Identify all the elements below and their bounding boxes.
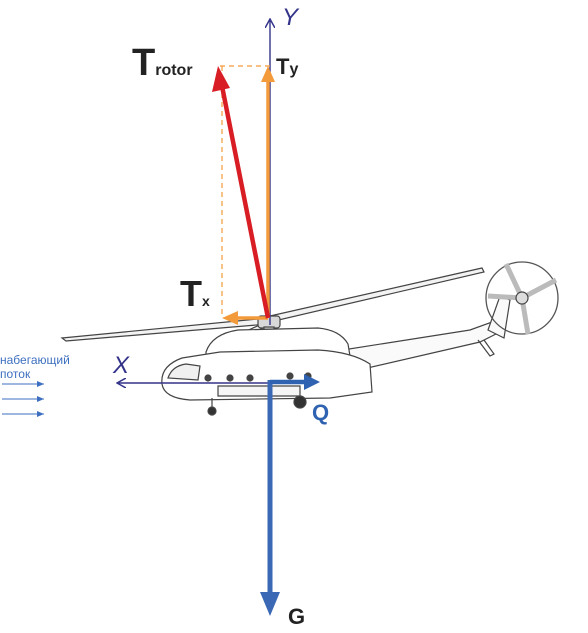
gravity-force <box>260 380 280 616</box>
tx-label-main: T <box>180 273 202 314</box>
g-arrow-head <box>260 592 280 616</box>
tx-label: Tx <box>180 276 210 312</box>
tx-arrow-head <box>222 311 238 325</box>
ty-label-main: T <box>276 54 290 79</box>
trotor-arrow-shaft <box>219 85 271 319</box>
trotor-arrow-head <box>212 66 230 92</box>
incoming-flow <box>2 381 44 417</box>
trotor-label: Trotor <box>132 44 193 82</box>
g-label: G <box>288 604 306 629</box>
trotor-label-sub: rotor <box>155 62 193 79</box>
ty-label: Ty <box>276 56 298 78</box>
helicopter-icon <box>60 261 559 416</box>
trotor-label-main: T <box>132 42 156 84</box>
tx-label-sub: x <box>202 293 210 309</box>
y-axis-label: Y <box>282 4 299 31</box>
drag-force <box>270 374 320 390</box>
ty-arrow-head <box>261 66 275 82</box>
ty-label-sub: y <box>289 61 299 78</box>
thrust-components <box>222 66 275 325</box>
q-label: Q <box>312 400 330 425</box>
flow-label-line2: поток <box>0 367 31 381</box>
q-arrow-head <box>304 374 320 390</box>
rotor-thrust <box>212 66 271 319</box>
flow-label-line1: набегающий <box>0 353 70 367</box>
x-axis-label: X <box>113 352 130 379</box>
construction-lines <box>220 65 270 316</box>
tail-rotor-icon <box>485 261 559 335</box>
